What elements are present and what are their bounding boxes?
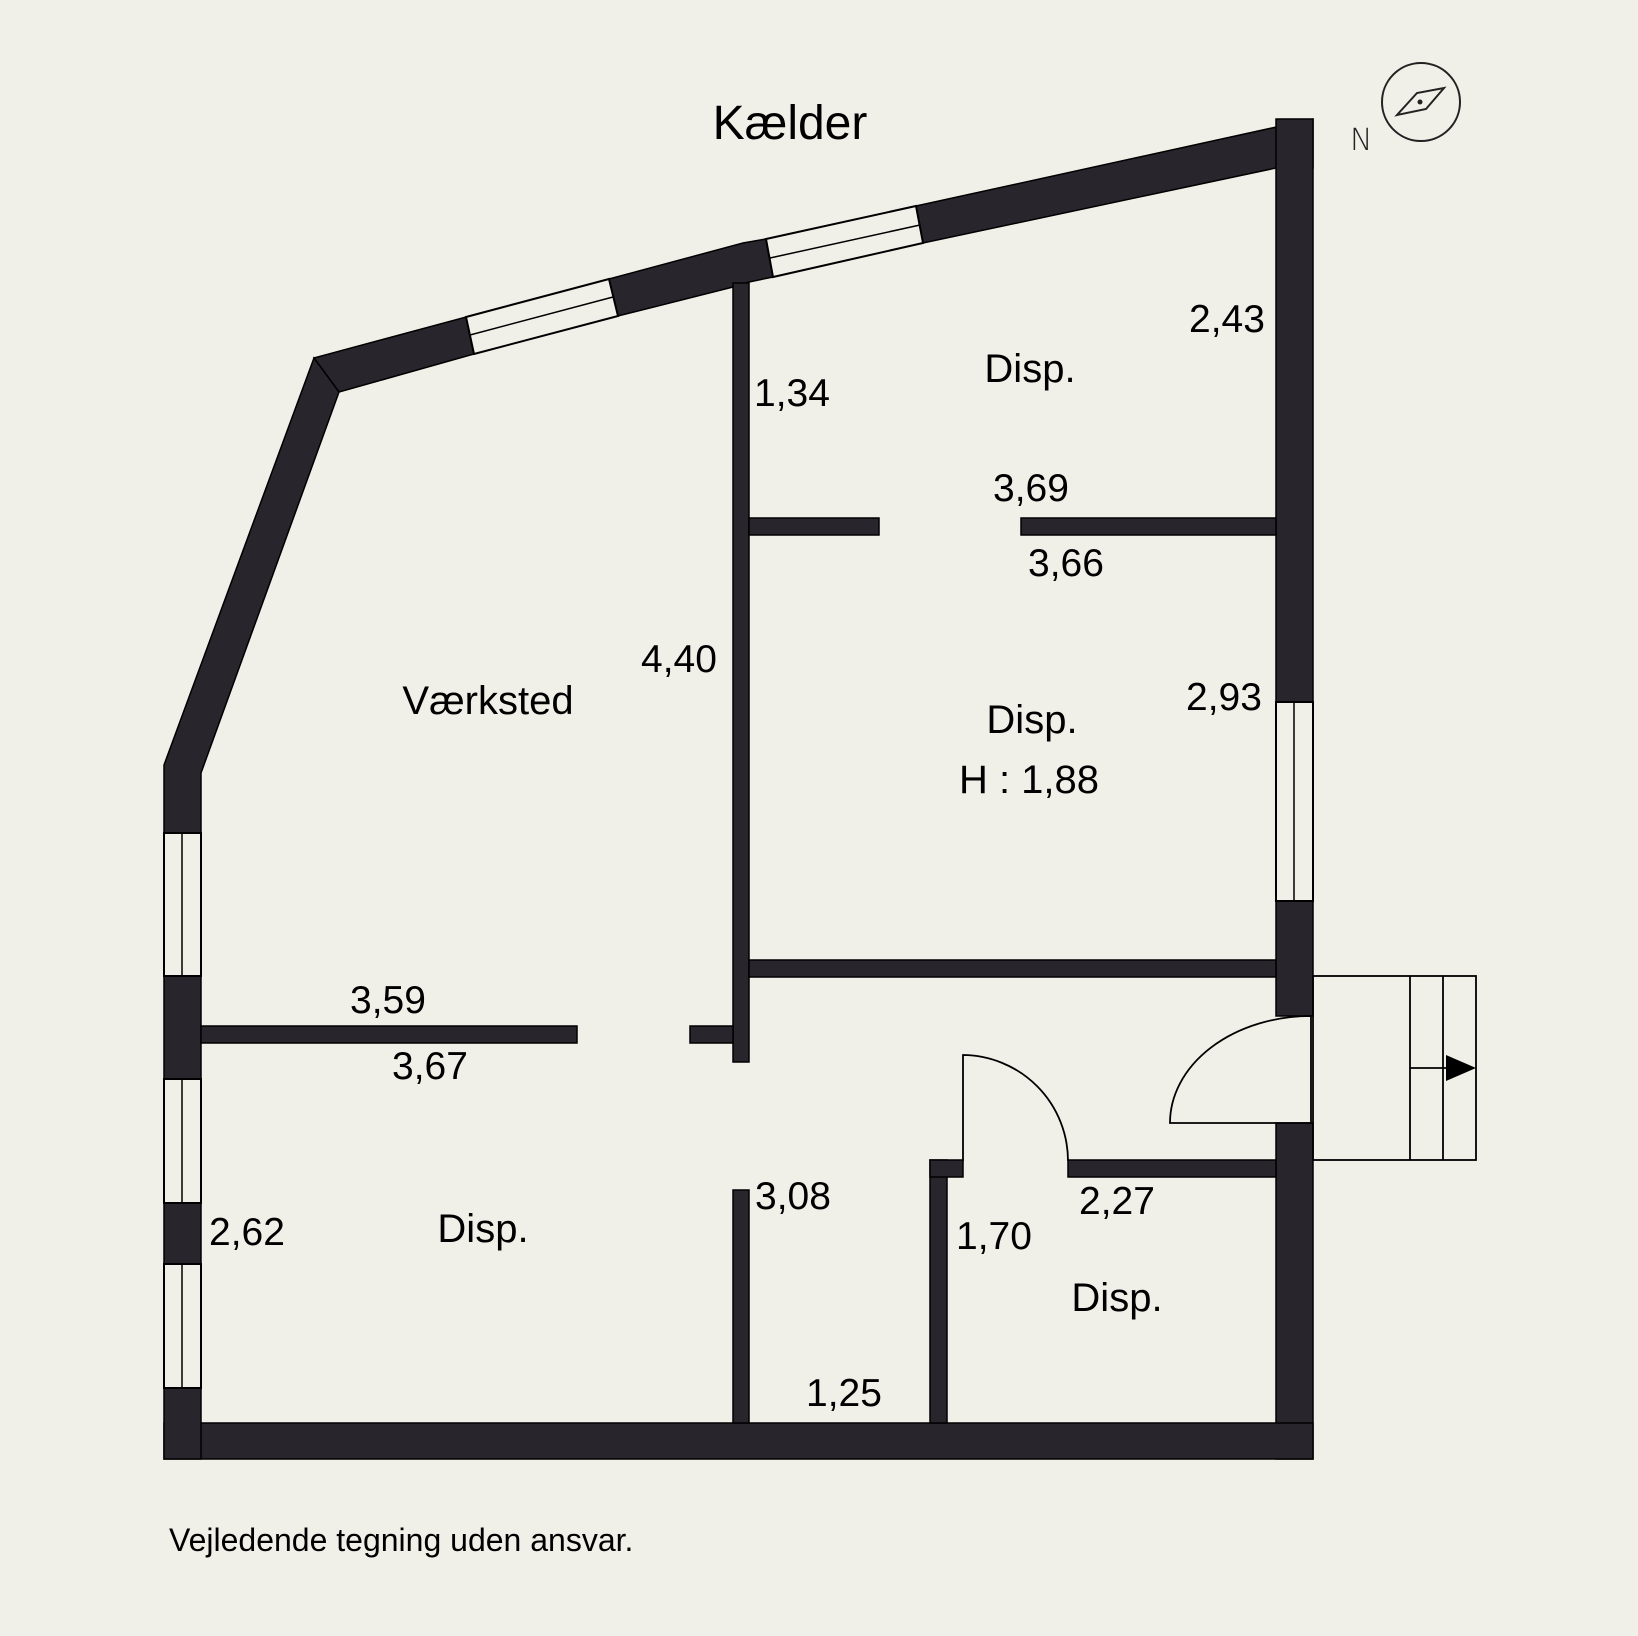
windows — [163, 204, 1314, 1389]
wall-interior-vertical — [732, 282, 750, 1063]
door-exterior — [1169, 1015, 1312, 1124]
room-label-disp-mid: Disp. — [986, 698, 1077, 742]
wall-top-left-b — [608, 238, 774, 317]
doors — [962, 1015, 1312, 1162]
wall-lower-stub — [732, 1189, 750, 1424]
wall-left-c — [163, 1387, 202, 1460]
dimension-label: 1,25 — [806, 1372, 882, 1415]
wall-left-b — [163, 1202, 202, 1265]
stairs — [1312, 975, 1477, 1161]
wall-divider-upper-left — [748, 517, 880, 536]
room-label-vaerksted: Værksted — [402, 679, 573, 723]
stair-arrow-icon — [1446, 1055, 1476, 1081]
dimension-label: 2,93 — [1186, 676, 1262, 719]
wall-left-diagonal — [163, 356, 340, 834]
disclaimer-text: Vejledende tegning uden ansvar. — [169, 1522, 633, 1558]
interior-walls — [200, 282, 1277, 1424]
dimension-label: 3,59 — [350, 979, 426, 1022]
room-label-disp-top: Disp. — [984, 347, 1075, 391]
compass-icon: N — [1350, 62, 1461, 158]
wall-closet-jamb — [929, 1159, 964, 1178]
wall-closet-left — [929, 1159, 948, 1424]
dimension-label: 1,34 — [754, 372, 830, 415]
wall-left-a — [163, 975, 202, 1080]
dimension-label: 2,62 — [209, 1211, 285, 1254]
room-height-label: H : 1,88 — [959, 758, 1099, 802]
dimension-label: 4,40 — [641, 638, 717, 681]
wall-divider-left — [200, 1025, 578, 1044]
dimension-label: 1,70 — [956, 1215, 1032, 1258]
wall-divider-upper-right — [1020, 517, 1277, 536]
door-closet — [962, 1054, 1069, 1162]
dimension-label: 2,27 — [1079, 1180, 1155, 1223]
wall-interior-stub — [689, 1025, 734, 1044]
dimension-label: 3,66 — [1028, 542, 1104, 585]
plan-title: Kælder — [713, 97, 868, 150]
compass-north-label: N — [1350, 123, 1372, 158]
room-label-disp-lower-left: Disp. — [437, 1207, 528, 1251]
wall-top-left-a — [312, 316, 475, 393]
wall-closet-top — [1067, 1159, 1277, 1178]
dimension-label: 3,69 — [993, 467, 1069, 510]
dimension-label: 3,08 — [755, 1175, 831, 1218]
wall-divider-middle — [748, 959, 1277, 978]
wall-right-lower — [1275, 1122, 1314, 1460]
dimension-label: 2,43 — [1189, 298, 1265, 341]
wall-right-upper — [1275, 118, 1314, 703]
room-label-disp-closet: Disp. — [1071, 1276, 1162, 1320]
wall-bottom — [163, 1422, 1314, 1460]
wall-top-right — [915, 118, 1314, 244]
dimension-label: 3,67 — [392, 1045, 468, 1088]
wall-right-mid — [1275, 900, 1314, 1017]
